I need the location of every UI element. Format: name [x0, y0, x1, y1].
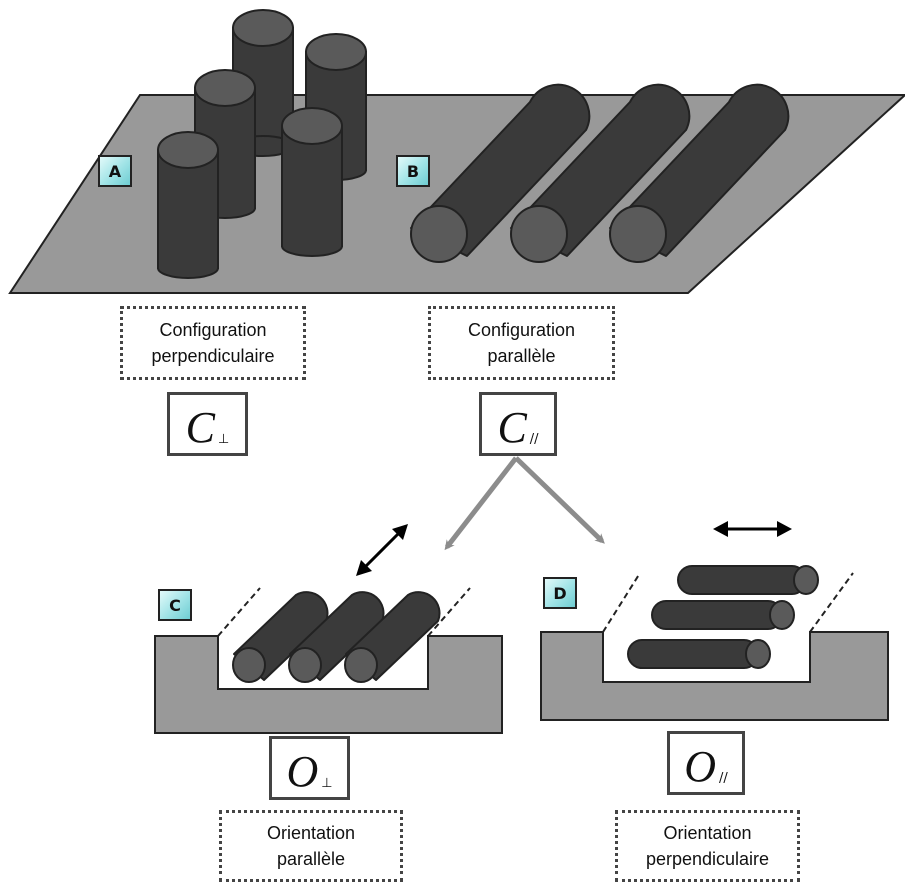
symbol-c-perp-main: C [185, 403, 216, 452]
caption-b-line2: parallèle [487, 346, 556, 366]
panel-label-a: A [98, 155, 132, 187]
caption-a-line2: perpendiculaire [151, 346, 275, 366]
caption-c-line2: parallèle [276, 849, 346, 869]
vertical-cylinder [281, 107, 343, 257]
symbol-c-par-main: C [497, 403, 527, 452]
symbol-o-perp-sub: ⊥ [321, 776, 333, 791]
caption-d-line2: perpendiculaire [645, 849, 770, 869]
lying-cylinder [510, 83, 691, 263]
trench-edge-guide [217, 587, 261, 637]
horizontal-cylinder [651, 600, 795, 630]
double-arrow-horizontal [713, 521, 792, 537]
symbol-c-par-sub: // [529, 432, 539, 447]
symbol-o-par-sub: // [719, 771, 728, 786]
branch-arrow-left [444, 456, 518, 551]
caption-d-line1: Orientation [663, 823, 752, 843]
panel-label-d: D [543, 577, 577, 609]
branch-arrow-right [514, 456, 605, 544]
caption-c-line1: Orientation [266, 823, 356, 843]
caption-b-line1: Configuration [467, 320, 576, 340]
horizontal-cylinder [627, 639, 771, 669]
panel-label-c: C [158, 589, 192, 621]
lying-cylinder [410, 83, 591, 263]
symbol-o-perp: O⊥ [269, 736, 350, 800]
symbol-o-perp-main: O [286, 747, 319, 796]
symbol-c-perp: C⊥ [167, 392, 248, 456]
symbol-c-par: C// [479, 392, 557, 456]
trench-edge-guide [427, 587, 471, 637]
symbol-c-perp-sub: ⊥ [218, 432, 230, 447]
tilted-cylinder [232, 591, 329, 683]
vertical-cylinder [157, 131, 219, 279]
caption-a: Configuration perpendiculaire [120, 306, 306, 380]
symbol-o-par-main: O [684, 742, 716, 791]
double-arrow-diagonal [356, 524, 408, 576]
trench-edge-guide [602, 572, 641, 633]
trench-edge-guide [809, 572, 854, 633]
caption-c: Orientation parallèle [219, 810, 403, 882]
tilted-cylinder [344, 591, 441, 683]
symbol-o-par: O// [667, 731, 745, 795]
panel-label-b: B [396, 155, 430, 187]
caption-b: Configuration parallèle [428, 306, 615, 380]
horizontal-cylinder [677, 565, 819, 595]
caption-a-line1: Configuration [159, 320, 267, 340]
caption-d: Orientation perpendiculaire [615, 810, 800, 882]
lying-cylinder [609, 83, 790, 263]
